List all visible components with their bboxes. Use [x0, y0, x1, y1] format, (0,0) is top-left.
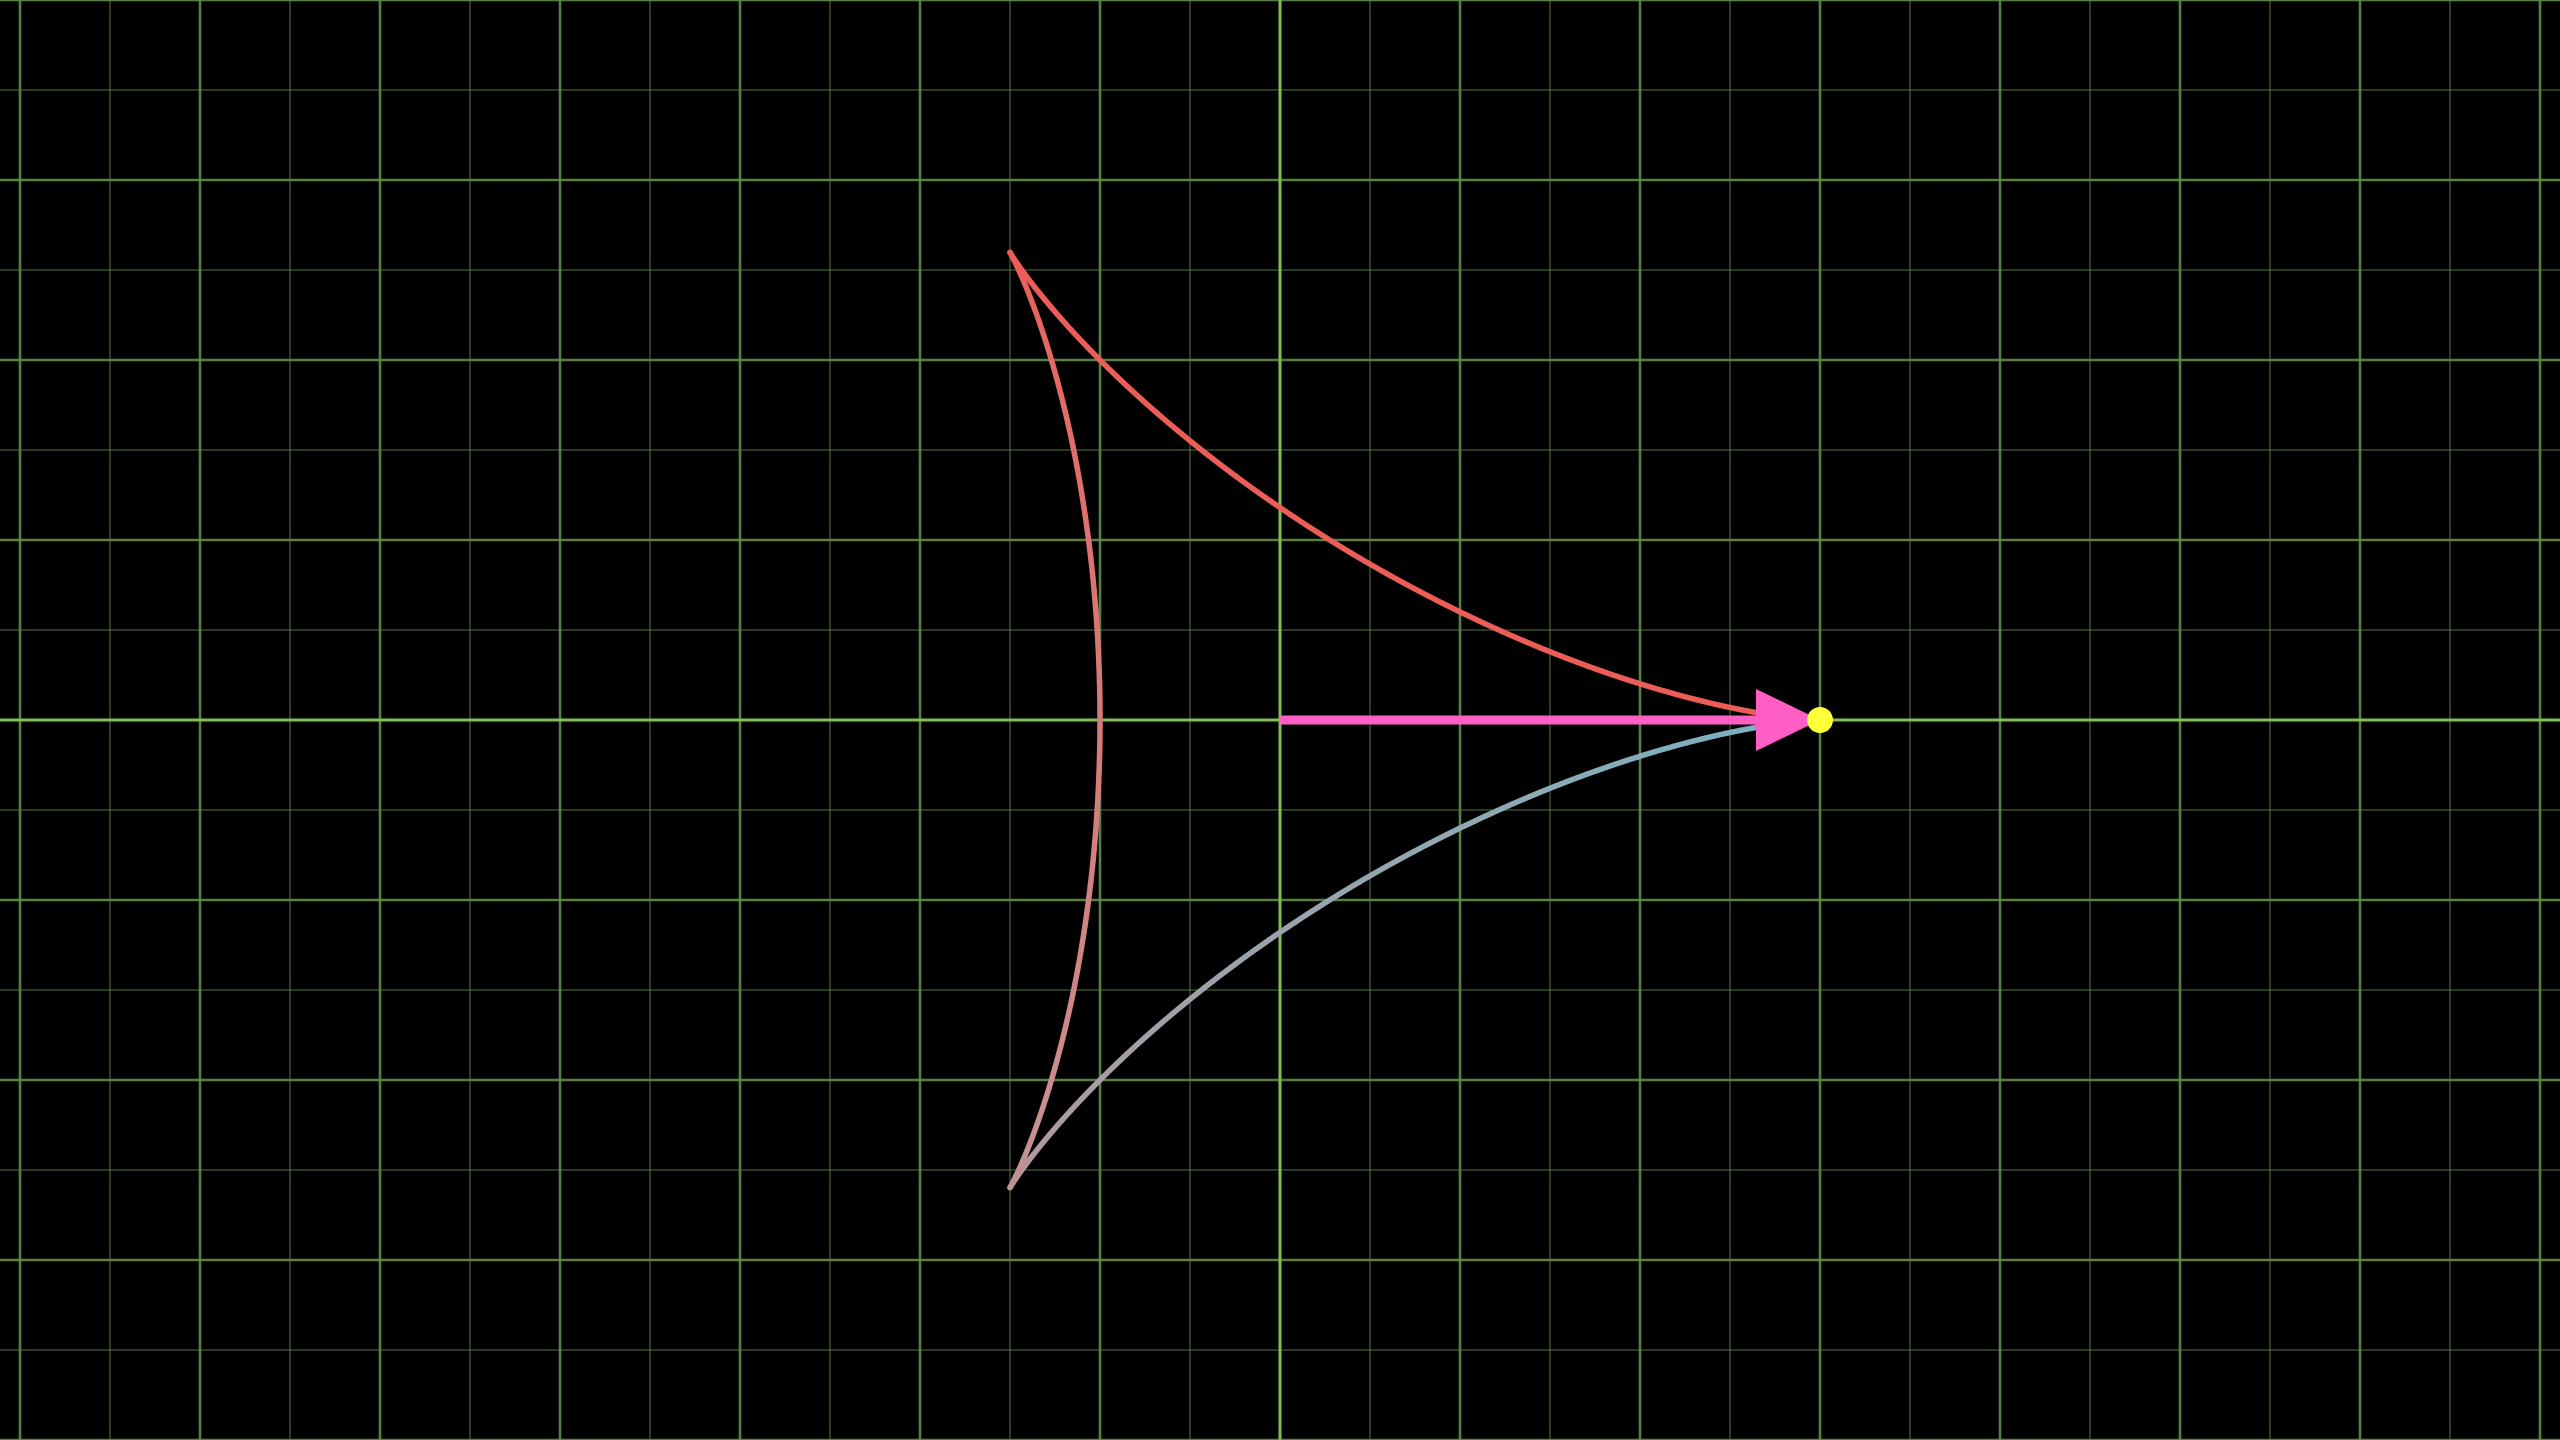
tracing-dot — [1807, 707, 1833, 733]
tracing-dot-marker — [1807, 707, 1833, 733]
vector-arrowhead — [1756, 689, 1820, 751]
radius-vector — [1280, 689, 1820, 751]
parametric-curve — [1007, 249, 1823, 1191]
